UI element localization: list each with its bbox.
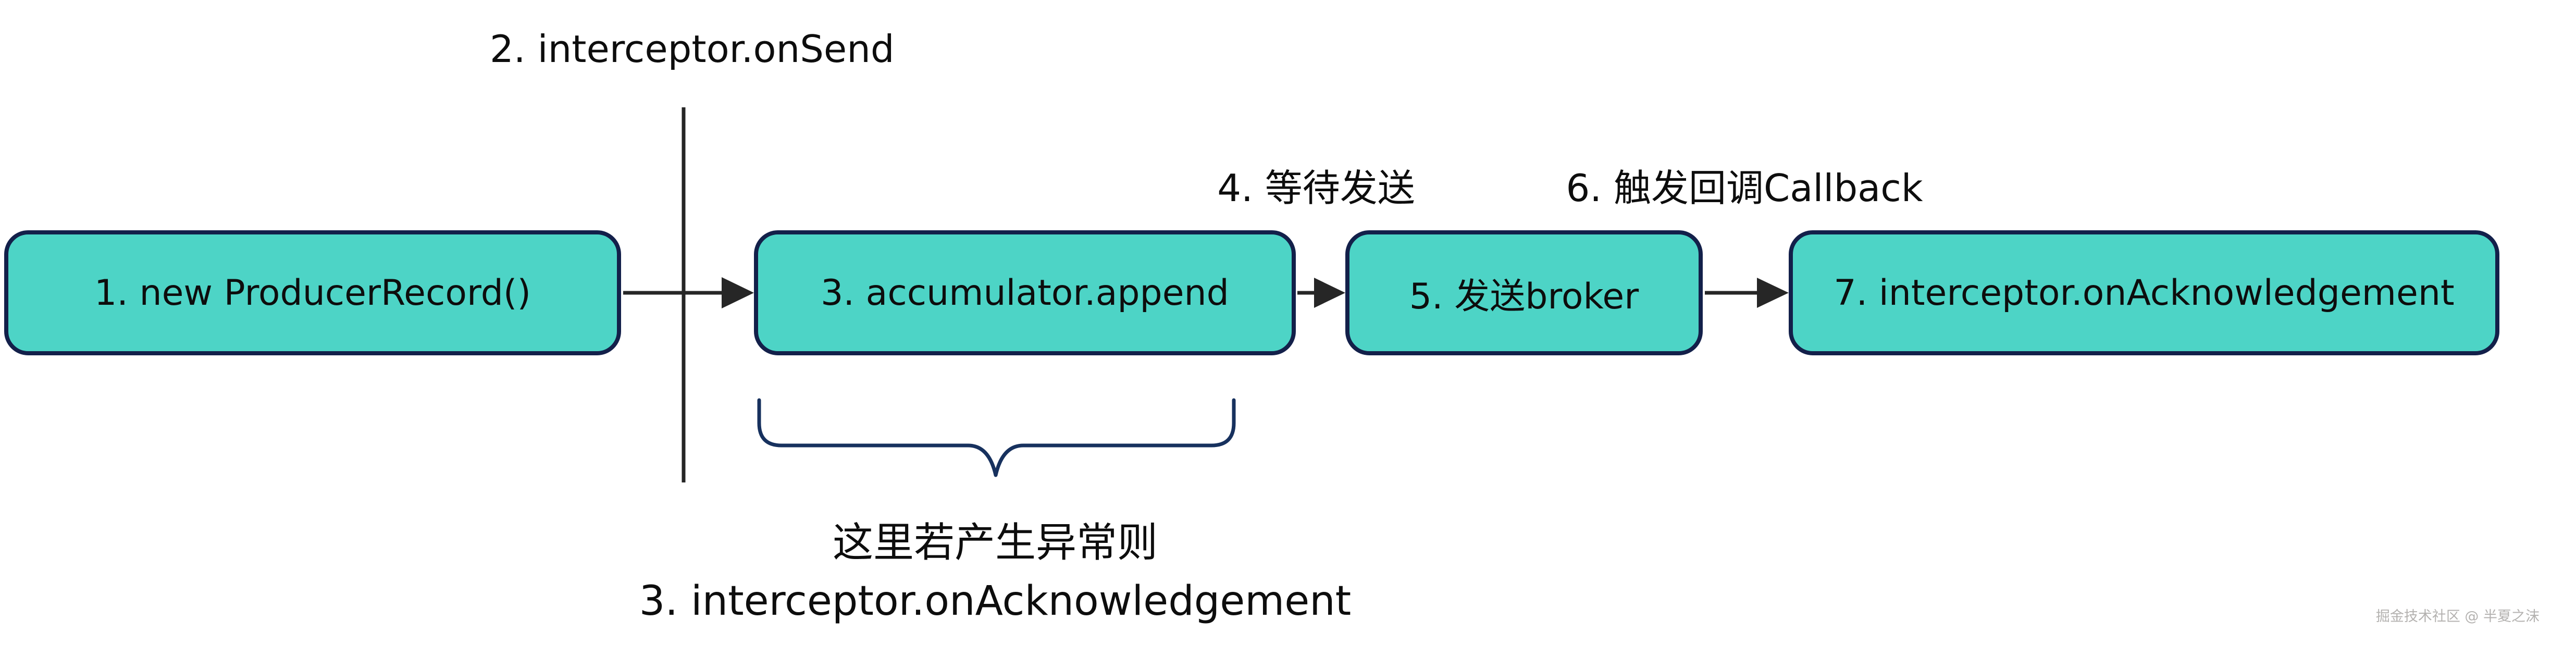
note-exception-line1: 这里若产生异常则 [832,519,1158,566]
node-send-broker: 5. 发送broker [1345,230,1703,355]
arrow-head-icon [1757,278,1789,308]
node-new-producer-record: 1. new ProducerRecord() [4,230,621,355]
arrow-head-icon [1314,278,1345,308]
arrow-head-icon [722,277,754,308]
underbrace [757,398,1236,477]
node-interceptor-onacknowledgement: 7. interceptor.onAcknowledgement [1789,230,2499,355]
watermark: 掘金技术社区 @ 半夏之沫 [2375,609,2540,625]
label-interceptor-onsend: 2. interceptor.onSend [490,27,895,71]
node-accumulator-append: 3. accumulator.append [754,230,1296,355]
label-waiting-to-send: 4. 等待发送 [1217,166,1415,210]
label-trigger-callback: 6. 触发回调Callback [1566,166,1923,210]
note-exception-line2: 3. interceptor.onAcknowledgement [639,578,1352,625]
